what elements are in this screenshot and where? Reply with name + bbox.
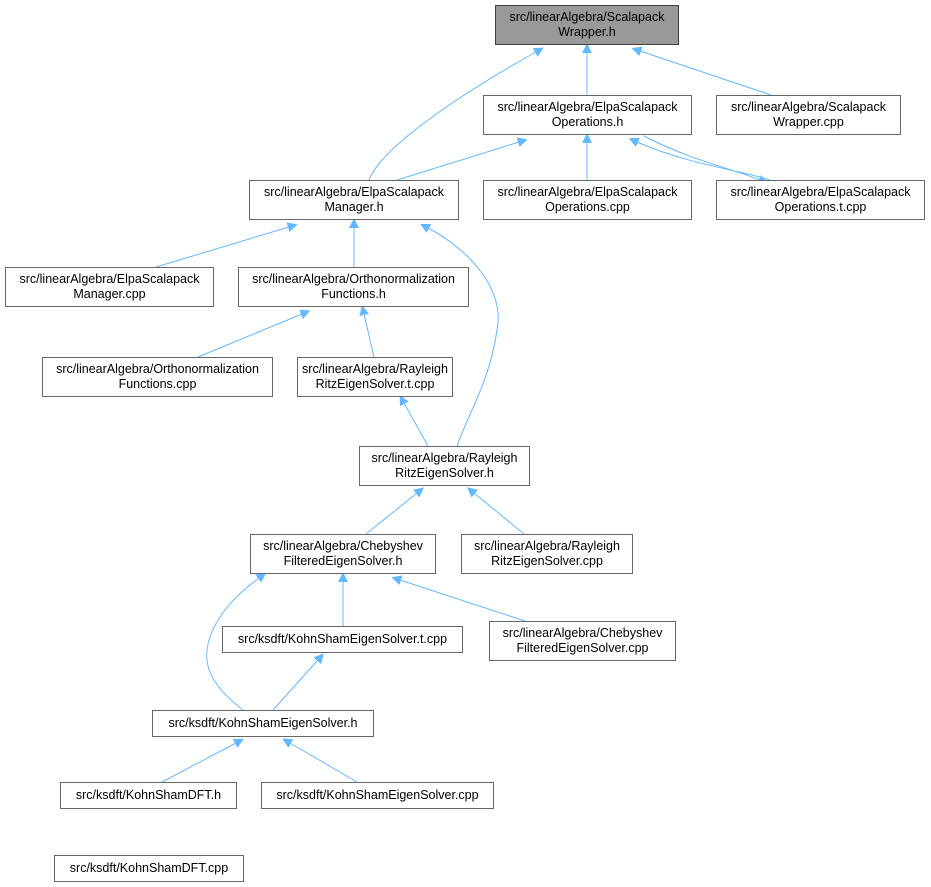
file-node-label: src/linearAlgebra/ElpaScalapack (497, 185, 678, 199)
edge-cheb-h-to-ks-h (206, 572, 267, 711)
file-node-label: Functions.h (321, 287, 386, 301)
file-node-label: Functions.cpp (118, 377, 197, 391)
file-node-label: FilteredEigenSolver.cpp (516, 641, 649, 655)
file-node-label: src/linearAlgebra/Rayleigh (474, 539, 620, 553)
edge-cheb-h-to-cheb-cpp (391, 575, 526, 622)
file-node-label: Operations.cpp (545, 200, 630, 214)
file-node-label: src/linearAlgebra/Rayleigh (302, 362, 448, 376)
edge-ks-t-cpp-to-ks-h (272, 653, 325, 711)
edge-ks-h-to-ksdft-h (161, 738, 244, 783)
file-node-label: src/linearAlgebra/Chebyshev (502, 626, 663, 640)
file-node-label: Wrapper.h (558, 25, 616, 39)
edge-elpa-ops-t-cpp-to-elpa-ops-h (643, 135, 769, 185)
file-node-label: Manager.h (324, 200, 384, 214)
edge-ortho-h-to-ortho-cpp (197, 309, 311, 358)
file-node-label: Manager.cpp (73, 287, 146, 301)
file-node-label: src/linearAlgebra/Orthonormalization (56, 362, 259, 376)
edge-rr-h-to-cheb-h (365, 487, 425, 535)
file-node-label: src/linearAlgebra/Orthonormalization (252, 272, 455, 286)
file-node-ks-cpp[interactable]: src/ksdft/KohnShamEigenSolver.cpp (261, 782, 494, 809)
file-node-label: src/linearAlgebra/Scalapack (731, 100, 886, 114)
edge-scalapack-h-to-elpa-mgr-h (368, 47, 544, 181)
file-node-label: RitzEigenSolver.t.cpp (315, 377, 435, 391)
file-node-label: RitzEigenSolver.h (395, 466, 494, 480)
file-node-label: src/ksdft/KohnShamEigenSolver.t.cpp (237, 632, 448, 646)
file-node-label: src/ksdft/KohnShamEigenSolver.h (168, 716, 358, 730)
file-node-label: src/linearAlgebra/ElpaScalapack (19, 272, 200, 286)
file-node-ks-t-cpp[interactable]: src/ksdft/KohnShamEigenSolver.t.cpp (222, 626, 463, 653)
file-node-label: src/ksdft/KohnShamDFT.cpp (69, 861, 229, 875)
edge-ortho-h-to-rr-t-cpp (359, 305, 375, 358)
file-node-label: src/linearAlgebra/Rayleigh (371, 451, 518, 465)
file-node-label: RitzEigenSolver.cpp (491, 554, 603, 568)
file-node-label: src/linearAlgebra/ElpaScalapack (264, 185, 444, 199)
file-node-label: Operations.t.cpp (774, 200, 867, 214)
file-node-ksdft-cpp[interactable]: src/ksdft/KohnShamDFT.cpp (54, 855, 244, 882)
file-node-label: src/linearAlgebra/Scalapack (509, 10, 665, 24)
edge-ks-h-to-ks-cpp (282, 738, 358, 783)
file-node-label: src/linearAlgebra/ElpaScalapack (497, 100, 678, 114)
file-node-label: src/linearAlgebra/Chebyshev (263, 539, 423, 553)
edge-scalapack-h-to-scalapack-cpp (631, 46, 772, 96)
file-node-label: src/ksdft/KohnShamDFT.h (75, 788, 222, 802)
edge-elpa-ops-h-to-elpa-mgr-h (396, 137, 528, 181)
file-node-label: src/linearAlgebra/ElpaScalapack (730, 185, 911, 199)
file-node-label: Operations.h (551, 115, 624, 129)
edge-rr-h-to-rr-cpp (467, 487, 525, 535)
file-node-label: Wrapper.cpp (773, 115, 844, 129)
file-node-label: src/ksdft/KohnShamEigenSolver.cpp (276, 788, 479, 802)
edge-elpa-mgr-h-to-rr-h (420, 223, 499, 447)
file-node-ksdft-h[interactable]: src/ksdft/KohnShamDFT.h (60, 782, 237, 809)
file-node-label: FilteredEigenSolver.h (283, 554, 403, 568)
file-node-ks-h[interactable]: src/ksdft/KohnShamEigenSolver.h (152, 710, 374, 737)
edge-rr-t-cpp-to-rr-h (399, 395, 429, 447)
edge-elpa-mgr-h-to-elpa-mgr-cpp (155, 222, 298, 268)
